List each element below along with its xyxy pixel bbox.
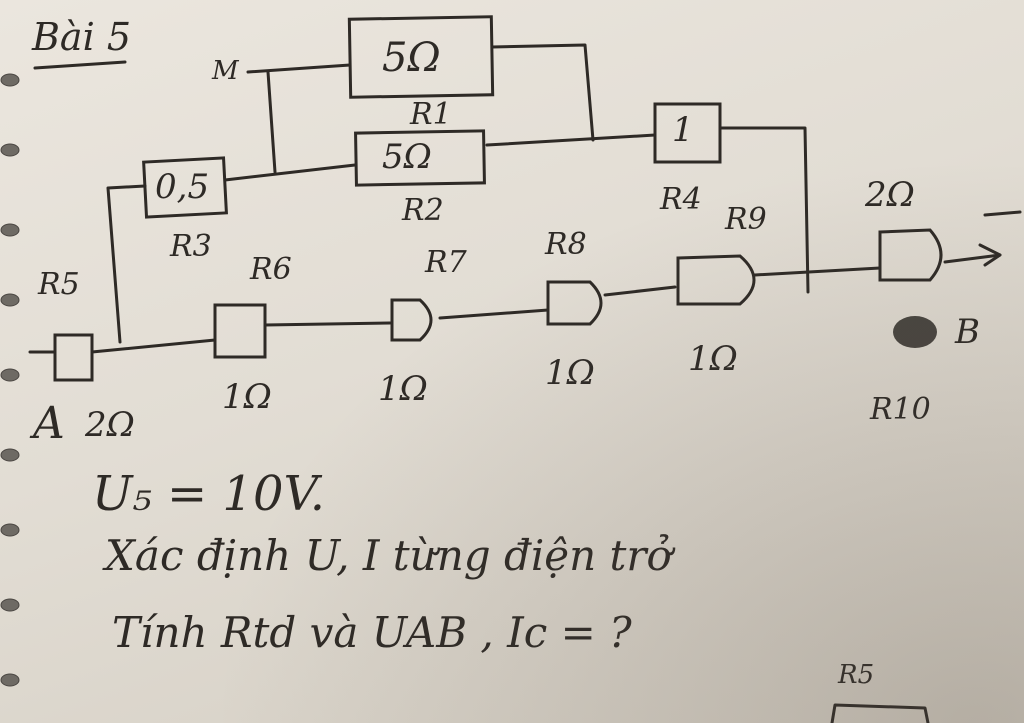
problem-line-2: Xác định U, I từng điện trở (105, 531, 672, 580)
wire-r1-right (490, 43, 595, 142)
wire-a-bottom (90, 338, 217, 354)
wire-r3-to-junction (223, 163, 357, 182)
wire-top-right-stub (983, 210, 1022, 217)
resistor-r8-label: R8 (545, 227, 587, 262)
resistor-r3-label: R3 (170, 229, 212, 264)
resistor-r2-value: 5Ω (382, 137, 432, 177)
resistor-r10-box (878, 228, 943, 282)
problem-line-1: U₅ = 10V. (92, 466, 326, 522)
resistor-r1-label: R1 (410, 97, 452, 132)
resistor-r2-label: R2 (402, 193, 444, 228)
resistor-r4-value: 1 (672, 110, 694, 150)
bottom-box-partial (830, 703, 930, 723)
page-title: Bài 5 (32, 15, 131, 59)
resistor-r3-value: 0,5 (155, 167, 210, 207)
wire-r10-b (943, 253, 1002, 264)
resistor-r4-label: R4 (660, 182, 702, 217)
scribble-mark (893, 316, 937, 348)
resistor-r1-box (347, 15, 495, 99)
wire-r8-r9 (603, 285, 677, 297)
wire-r4-right (718, 126, 810, 294)
resistor-r7-box (390, 298, 433, 342)
wire-r7-r8 (438, 308, 550, 320)
wire-r6-r7 (263, 321, 392, 327)
wire-left-vertical (106, 184, 147, 344)
resistor-r6-label: R6 (250, 252, 292, 287)
resistor-r8-box (546, 280, 603, 326)
wire-r9-r10 (753, 266, 882, 277)
resistor-r3-box (142, 156, 228, 219)
resistor-r5-value: 2Ω (85, 405, 135, 445)
resistor-r6-box (213, 303, 267, 359)
resistor-r7-label: R7 (425, 245, 467, 280)
node-label-b: B (955, 312, 980, 352)
node-label-a: A (33, 398, 65, 449)
bottom-resistor-label: R5 (838, 660, 875, 690)
resistor-r9-box (676, 254, 756, 306)
resistor-r10-value: 2Ω (865, 175, 915, 215)
resistor-r6-value: 1Ω (222, 377, 272, 417)
resistor-r10-label: R10 (870, 392, 931, 427)
problem-line-3: Tính Rtd và UAB , Ic = ? (112, 608, 632, 657)
resistor-r5-label: R5 (38, 267, 80, 302)
wire-r2-to-r4 (485, 133, 657, 147)
wire-junction-vertical (266, 70, 277, 174)
resistor-r2-box (354, 129, 486, 187)
resistor-r9-label: R9 (725, 202, 767, 237)
resistor-r7-value: 1Ω (378, 369, 428, 409)
resistor-r9-value: 1Ω (688, 339, 738, 379)
resistor-r1-value: 5Ω (382, 35, 441, 81)
resistor-r5-box (53, 333, 94, 382)
spiral-binding (0, 73, 20, 687)
resistor-r4-box (653, 102, 722, 164)
wire-m-to-r1 (246, 63, 352, 74)
node-label-m: M (212, 56, 239, 86)
resistor-r8-value: 1Ω (545, 353, 595, 393)
title-underline (33, 60, 127, 70)
wire-b-arrow (978, 243, 1002, 267)
